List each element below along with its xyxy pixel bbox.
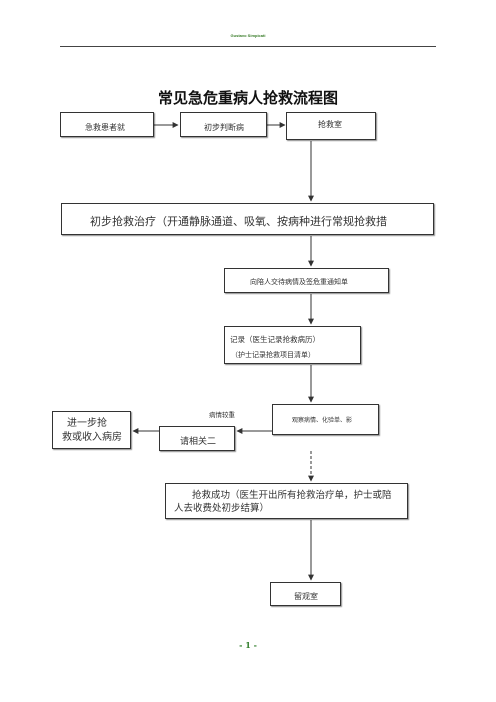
node-consult: 请相关二 (159, 426, 235, 451)
node-further-rescue: 进一步抢 救或收入病房 (52, 411, 131, 449)
node-notify-family: 向陪人交待病情及签危重通知单 (224, 268, 389, 293)
header-rule (60, 46, 436, 47)
node-rescue-success: 抢救成功（医生开出所有抢救治疗单，护士或陪 人去收费处初步结算） (165, 483, 408, 519)
node-label: 初步判断病 (204, 123, 244, 132)
node-label-line2: 救或收入病房 (62, 432, 122, 443)
node-label-line2: 人去收费处初步结算） (174, 503, 270, 514)
node-label-line1: 抢救成功（医生开出所有抢救治疗单，护士或陪 (192, 490, 392, 501)
node-label: 急救患者就 (85, 123, 125, 132)
node-label: 留观室 (294, 592, 318, 601)
page-title: 常见急危重病人抢救流程图 (157, 89, 338, 107)
node-label: 观察病情、化验单、影 (292, 417, 353, 424)
node-emergency-visit: 急救患者就 (60, 112, 154, 137)
node-observe: 观察病情、化验单、影 (272, 404, 379, 435)
node-observation-room: 留观室 (270, 582, 341, 606)
node-label-line1: 记录（医生记录抢救病历） (230, 335, 320, 344)
node-records: 记录（医生记录抢救病历） （护士记录抢救项目清单） (224, 326, 361, 364)
node-label-line2: （护士记录抢救项目清单） (231, 351, 315, 359)
node-label: 请相关二 (180, 437, 217, 447)
node-rescue-room: 抢救室 (286, 112, 376, 140)
edge-label-condition-serious: 病情较重 (209, 411, 235, 419)
node-label: 抢救室 (318, 120, 342, 129)
node-initial-diagnosis: 初步判断病 (180, 112, 267, 137)
header-note: Gustavo Simpicati (230, 33, 266, 38)
node-label: 初步抢救治疗（开通静脉通道、吸氧、按病种进行常规抢救措 (90, 215, 387, 228)
node-label: 向陪人交待病情及签危重通知单 (250, 278, 348, 286)
page-number: - 1 - (239, 640, 257, 650)
node-initial-treatment: 初步抢救治疗（开通静脉通道、吸氧、按病种进行常规抢救措 (61, 203, 434, 235)
node-label-line1: 进一步抢 (67, 418, 107, 429)
